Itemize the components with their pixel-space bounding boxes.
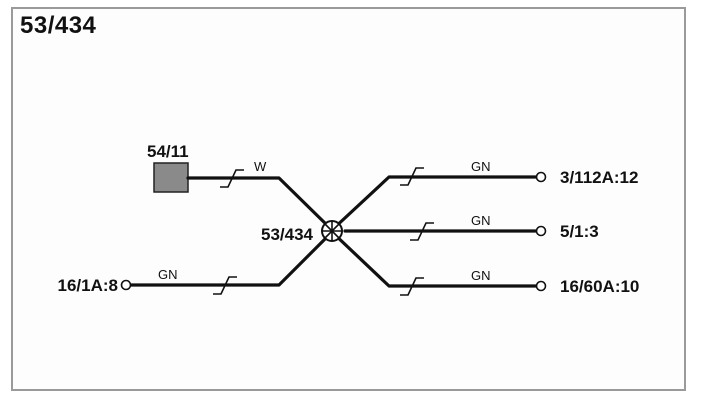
wire-w <box>186 176 334 232</box>
terminal-right-bottom <box>535 280 547 292</box>
diagram-title: 53/434 <box>20 12 97 39</box>
terminal-left-label: 16/1A:8 <box>58 276 118 295</box>
terminal-left <box>120 279 132 291</box>
wire-right-bottom <box>330 230 538 288</box>
wire-right-bottom-break-mark <box>400 277 424 296</box>
splice-node-icon <box>321 220 343 242</box>
wire-right-top-break-mark <box>400 167 424 186</box>
wire-right-top-color-code: GN <box>471 159 491 174</box>
wire-w-break-mark <box>220 169 244 188</box>
wire-left-in <box>129 230 334 287</box>
component-54-11-box <box>153 162 189 193</box>
wire-left-color-code: GN <box>158 267 178 282</box>
component-54-11-label: 54/11 <box>147 142 189 161</box>
terminal-right-bottom-label: 16/60A:10 <box>560 277 639 296</box>
splice-label: 53/434 <box>261 225 314 244</box>
terminal-right-top-label: 3/112A:12 <box>560 168 638 187</box>
diagram-frame <box>11 7 686 391</box>
terminal-right-top <box>535 171 547 183</box>
wire-left-break-mark <box>213 276 237 295</box>
wire-right-bottom-color-code: GN <box>471 268 491 283</box>
wire-right-mid-color-code: GN <box>471 213 491 228</box>
wire-right-mid-break-mark <box>410 222 434 241</box>
terminal-right-mid-label: 5/1:3 <box>560 222 599 241</box>
wire-right-top <box>330 175 538 232</box>
terminal-right-mid <box>535 225 547 237</box>
wire-w-color-code: W <box>254 159 267 174</box>
